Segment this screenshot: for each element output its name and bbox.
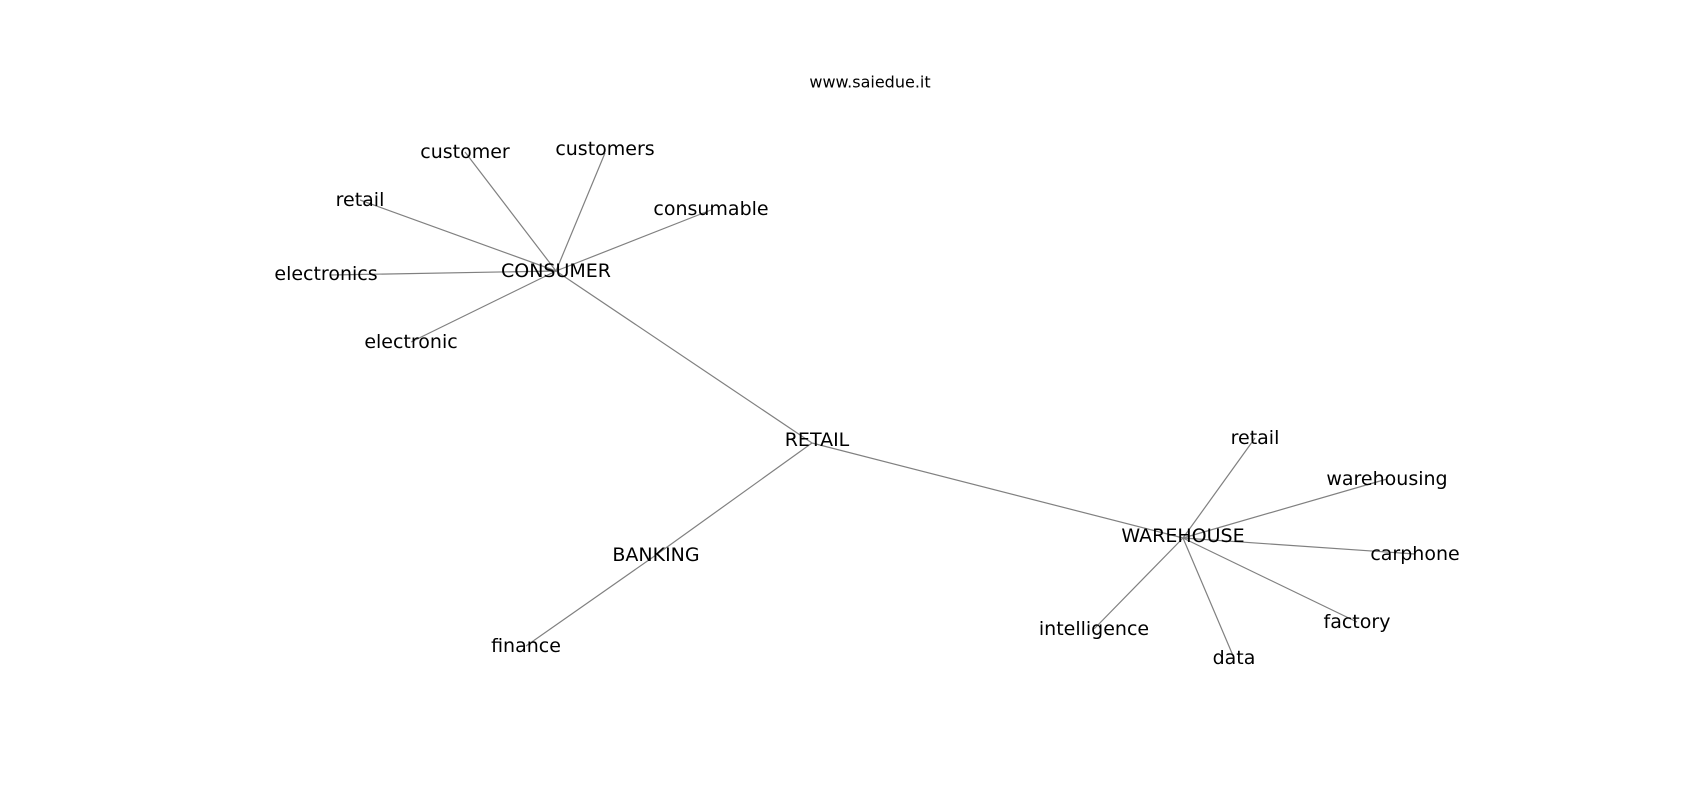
edges-group (329, 151, 1416, 659)
edge-retail_center-banking (655, 442, 813, 556)
edge-warehouse-warehousing (1182, 478, 1388, 539)
node-label-customer: customer (420, 141, 510, 163)
node-label-factory: factory (1324, 611, 1391, 633)
edge-consumer-consumable (555, 209, 712, 272)
node-label-retail-consumer: retail (336, 189, 385, 211)
edge-consumer-retail_consumer (359, 199, 557, 272)
edge-consumer-electronic (410, 270, 557, 343)
edge-retail_center-consumer (555, 270, 813, 444)
node-label-customers: customers (555, 138, 654, 160)
edge-warehouse-factory (1182, 537, 1358, 623)
node-label-retail-center: RETAIL (785, 429, 850, 451)
edge-warehouse-retail_warehouse (1182, 437, 1256, 539)
nodes-group: RETAIL CONSUMER BANKING WAREHOUSE customer cu… (274, 138, 1459, 669)
edge-consumer-electronics (329, 270, 557, 276)
node-label-warehousing: warehousing (1326, 468, 1447, 490)
edge-retail_center-warehouse (811, 442, 1184, 539)
node-label-intelligence: intelligence (1039, 618, 1149, 640)
node-label-carphone: carphone (1370, 543, 1459, 565)
edge-banking-finance (525, 554, 657, 647)
edge-warehouse-intelligence (1093, 537, 1184, 630)
node-label-data: data (1213, 647, 1256, 669)
node-label-consumable: consumable (653, 198, 768, 220)
node-label-consumer: CONSUMER (501, 260, 611, 282)
edge-consumer-customer (464, 151, 557, 272)
node-label-banking: BANKING (612, 544, 699, 566)
node-label-electronic: electronic (364, 331, 457, 353)
node-label-electronics: electronics (274, 263, 377, 285)
node-label-finance: finance (491, 635, 561, 657)
edge-warehouse-data (1182, 537, 1235, 659)
node-label-retail-warehouse: retail (1231, 427, 1280, 449)
edge-warehouse-carphone (1182, 537, 1416, 555)
node-label-warehouse: WAREHOUSE (1121, 525, 1244, 547)
watermark-text: www.saiedue.it (809, 73, 930, 92)
edge-consumer-customers (555, 152, 606, 272)
